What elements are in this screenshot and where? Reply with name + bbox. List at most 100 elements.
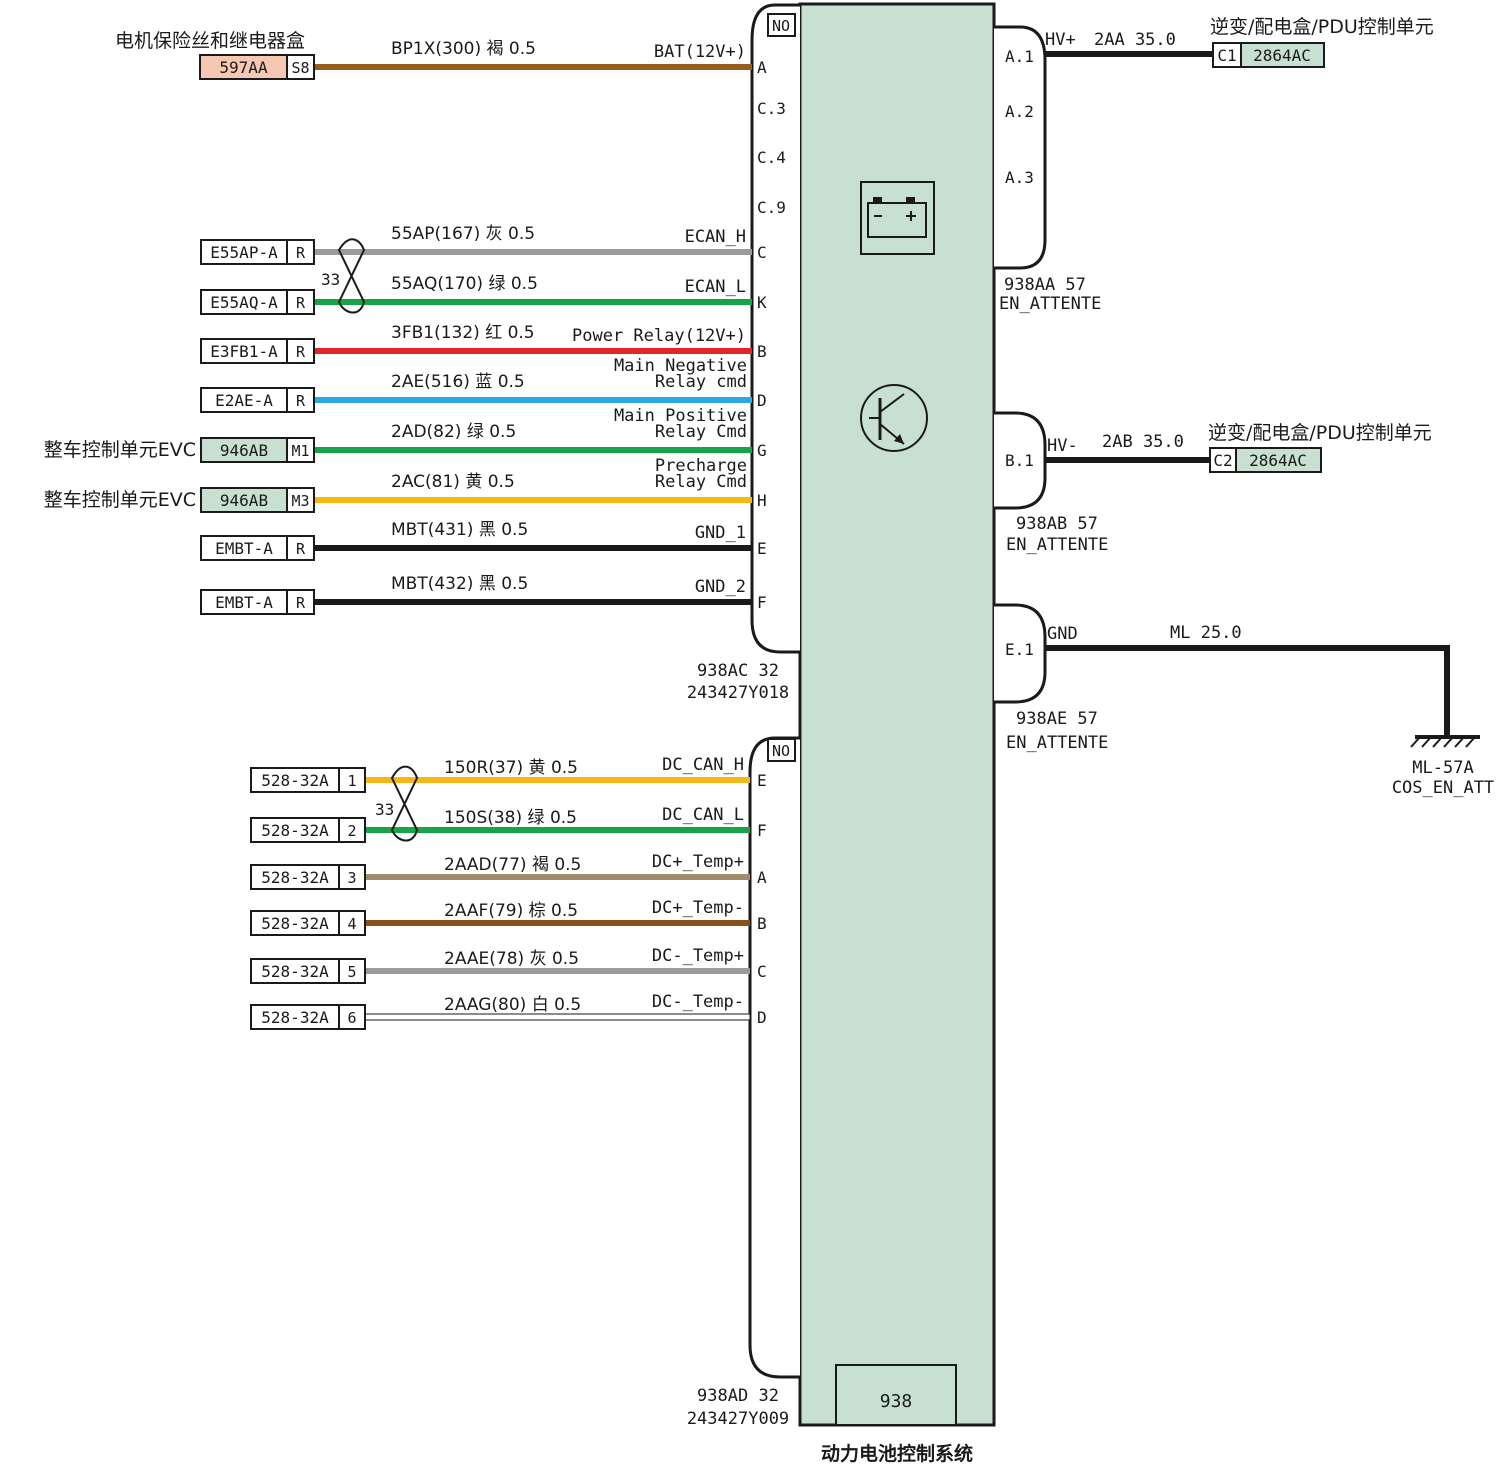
ground-label-2: COS_EN_ATT — [1392, 778, 1494, 798]
right-connector-box — [1240, 42, 1325, 68]
connector-pin: 3 — [347, 869, 356, 887]
connector-pin: 4 — [347, 915, 356, 933]
wire-function: DC-_Temp+ — [652, 946, 744, 966]
connector-box — [200, 239, 288, 265]
connector-pin: 5 — [347, 963, 356, 981]
right-connector-box — [1235, 447, 1322, 473]
connector-aa-pin: A.1 — [1005, 47, 1034, 66]
connector-pin-box — [286, 387, 315, 413]
wire-function: DC_CAN_H — [662, 755, 744, 775]
module-pin: B — [757, 342, 767, 361]
connector-box — [250, 864, 340, 890]
module-pin: B — [757, 914, 767, 933]
module-title: 动力电池控制系统 — [821, 1442, 973, 1465]
connector-code: E3FB1-A — [210, 342, 278, 361]
connector-pin: M1 — [291, 442, 309, 460]
connector-pin-box — [286, 487, 315, 513]
connector-code: EMBT-A — [215, 539, 273, 558]
connector-ae-line2: EN_ATTENTE — [1006, 733, 1108, 753]
connector-938aa — [994, 25, 1047, 270]
connector-label: 整车控制单元EVC — [44, 489, 196, 511]
module-ref-box — [835, 1364, 957, 1426]
connector-ab-line1: 938AB 57 — [1016, 514, 1098, 534]
unused-pin: C.4 — [757, 148, 786, 167]
connector-box — [250, 767, 340, 793]
connector-ac-line1: 938AC 32 — [697, 661, 779, 681]
connector-pin-box — [286, 239, 315, 265]
right-wire-id: ML 25.0 — [1170, 623, 1242, 643]
right-wire-id: 2AA 35.0 — [1094, 30, 1176, 50]
connector-ad-no: NO — [772, 742, 790, 760]
connector-code: 528-32A — [261, 962, 329, 981]
unused-pin: C.9 — [757, 198, 786, 217]
wire-function: DC+_Temp- — [652, 898, 744, 918]
wire-function: DC_CAN_L — [662, 805, 744, 825]
battery-icon — [860, 181, 935, 255]
twist-label: 33 — [375, 800, 394, 819]
twisted-pair-icon — [337, 238, 366, 314]
connector-pin-box — [286, 289, 315, 315]
wire-id: 2AC(81) 黄 0.5 — [391, 472, 515, 492]
wire-id: MBT(432) 黑 0.5 — [391, 574, 528, 594]
connector-code: 528-32A — [261, 868, 329, 887]
connector-pin-box — [286, 338, 315, 364]
wire-function: ECAN_L — [685, 277, 746, 297]
connector-pin-box — [338, 910, 366, 936]
connector-ae-line1: 938AE 57 — [1016, 709, 1098, 729]
module-pin: K — [757, 293, 767, 312]
ground-label-1: ML-57A — [1412, 758, 1473, 778]
wire-function: Main Positive — [614, 406, 747, 426]
module-pin: G — [757, 441, 767, 460]
connector-code: E55AQ-A — [210, 293, 278, 312]
connector-box — [200, 589, 288, 615]
right-wire-func: HV- — [1047, 436, 1078, 456]
wire-id: 3FB1(132) 红 0.5 — [391, 323, 535, 343]
connector-aa-line2: EN_ATTENTE — [999, 294, 1101, 314]
wire-function: Power Relay(12V+) — [572, 326, 746, 346]
module-pin: E — [757, 539, 767, 558]
module-pin: E — [757, 771, 767, 790]
module-pin: F — [757, 593, 767, 612]
connector-pin: S8 — [291, 59, 309, 77]
wire-id: 2AD(82) 绿 0.5 — [391, 422, 516, 442]
connector-pin: R — [296, 392, 306, 410]
connector-ad-line2: 243427Y009 — [687, 1409, 789, 1429]
wire-function-2: Relay cmd — [655, 372, 747, 392]
right-wire-dest: 逆变/配电盒/PDU控制单元 — [1210, 16, 1434, 38]
right-wire-func: HV+ — [1045, 30, 1076, 50]
connector-ad-line1: 938AD 32 — [697, 1386, 779, 1406]
connector-aa-pin: A.3 — [1005, 168, 1034, 187]
twisted-pair-icon — [390, 765, 419, 842]
connector-pin: R — [296, 540, 306, 558]
wire-id: 150R(37) 黄 0.5 — [444, 758, 578, 778]
connector-ac-no: NO — [772, 17, 790, 35]
right-connector-pin: C1 — [1217, 46, 1236, 65]
connector-code: EMBT-A — [215, 593, 273, 612]
right-connector-pin: C2 — [1213, 451, 1232, 470]
connector-pin-box — [338, 1004, 366, 1030]
connector-pin-box — [338, 817, 366, 843]
wire-id: 2AAG(80) 白 0.5 — [444, 995, 581, 1015]
connector-aa-pin: A.2 — [1005, 102, 1034, 121]
right-connector-pin-box — [1209, 447, 1237, 473]
connector-938ac — [750, 3, 800, 654]
module-ref: 938 — [880, 1391, 913, 1412]
module-pin: A — [757, 868, 767, 887]
wire-function: BAT(12V+) — [654, 42, 746, 62]
wire-function-2: Relay Cmd — [655, 422, 747, 442]
right-connector-code: 2864AC — [1253, 46, 1311, 65]
connector-938ad — [748, 736, 800, 1379]
connector-code: E2AE-A — [215, 391, 273, 410]
connector-aa-line1: 938AA 57 — [1004, 275, 1086, 295]
wire-id: 150S(38) 绿 0.5 — [444, 808, 577, 828]
right-wire-func: GND — [1047, 624, 1078, 644]
module-pin: F — [757, 821, 767, 840]
connector-pin: 1 — [347, 772, 356, 790]
wire-id: 55AP(167) 灰 0.5 — [391, 224, 535, 244]
wire-id: 55AQ(170) 绿 0.5 — [391, 274, 538, 294]
connector-pin-box — [338, 864, 366, 890]
wire-function-2: Relay Cmd — [655, 472, 747, 492]
connector-code: 528-32A — [261, 821, 329, 840]
connector-pin-box — [286, 437, 315, 463]
